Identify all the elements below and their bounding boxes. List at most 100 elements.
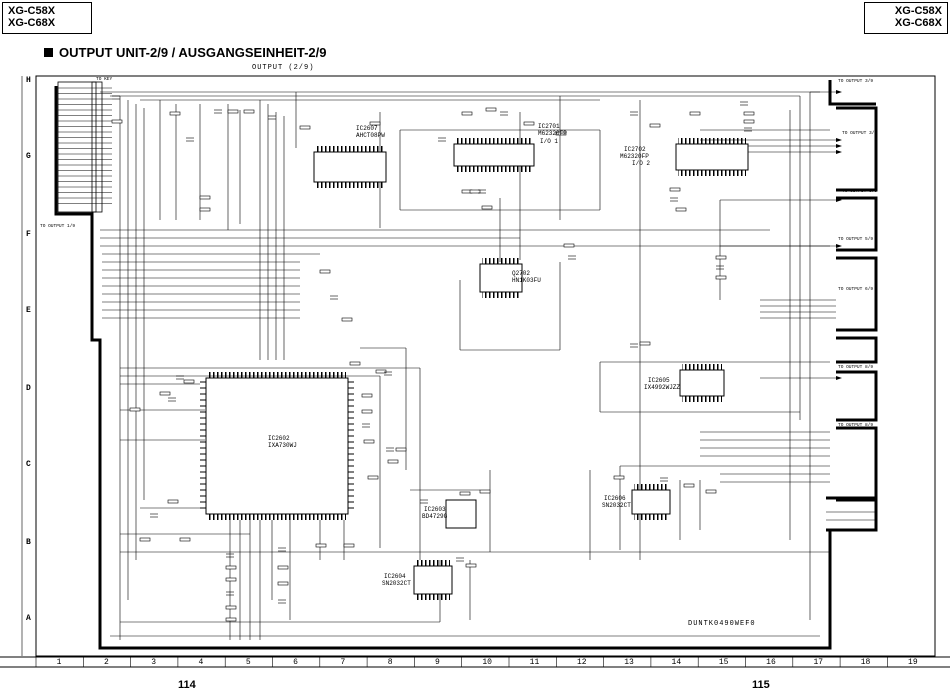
ic2701-ref: IC2701 xyxy=(538,123,560,130)
column-label-4: 4 xyxy=(199,658,204,667)
ic2604-body xyxy=(413,565,453,595)
resistor xyxy=(277,565,289,570)
model-label-left: XG-C58X XG-C68X xyxy=(2,2,92,34)
model-left-line2: XG-C68X xyxy=(8,17,56,29)
ic2606-ref: IC2606 xyxy=(604,495,626,502)
resistor xyxy=(743,111,755,116)
resistor xyxy=(715,275,727,280)
page-title-text: OUTPUT UNIT-2/9 / AUSGANGSEINHEIT-2/9 xyxy=(59,45,327,60)
title-bullet-icon xyxy=(44,48,53,57)
resistor xyxy=(183,379,195,384)
resistor xyxy=(341,317,353,322)
resistor xyxy=(129,407,141,412)
ic2607-body xyxy=(313,151,387,183)
ic2607-ref: IC2607 xyxy=(356,125,378,132)
row-label-d: D xyxy=(26,384,31,393)
resistor xyxy=(169,111,181,116)
column-label-12: 12 xyxy=(577,658,587,667)
ic2606-body xyxy=(631,489,671,515)
resistor xyxy=(139,537,151,542)
resistor xyxy=(469,189,481,194)
resistor xyxy=(363,439,375,444)
ic-bodies xyxy=(205,143,749,595)
resistor xyxy=(367,475,379,480)
ic2607-part: AHCT08PW xyxy=(356,132,385,139)
resistor xyxy=(669,187,681,192)
ic2603-part: BD4729G xyxy=(422,513,448,520)
to-output-3-label-a: TO OUTPUT 3/9 xyxy=(838,78,873,84)
left-connector-pins xyxy=(58,87,112,204)
ic2701-note: I/O 1 xyxy=(540,138,558,145)
output-arrow-icon xyxy=(836,90,842,94)
resistor xyxy=(199,195,211,200)
model-right-line2: XG-C68X xyxy=(894,17,942,29)
to-key-label: TO KEY xyxy=(96,76,113,82)
ic2602-side-pins xyxy=(200,381,354,509)
ic-pins xyxy=(208,138,746,600)
q2702-ref: Q2702 xyxy=(512,270,530,277)
ic2605-ref: IC2605 xyxy=(648,377,670,384)
resistor xyxy=(613,475,625,480)
page-number-left: 114 xyxy=(178,679,196,691)
column-label-11: 11 xyxy=(530,658,540,667)
resistor xyxy=(555,131,567,136)
column-ticks xyxy=(35,657,888,667)
ic2702-body xyxy=(675,143,749,171)
row-label-a: A xyxy=(26,614,31,623)
ic2603-body xyxy=(445,499,477,529)
resistor xyxy=(159,391,171,396)
board-code-label: DUNTK0490WEF0 xyxy=(688,620,756,628)
resistor xyxy=(225,577,237,582)
resistor xyxy=(319,269,331,274)
resistor xyxy=(715,255,727,260)
to-output-3-label-c: TO OUTPUT 3/9 xyxy=(842,188,877,194)
column-label-6: 6 xyxy=(293,658,298,667)
resistor xyxy=(639,341,651,346)
resistor xyxy=(349,361,361,366)
resistor xyxy=(243,109,255,114)
ic2602-part: IXA730WJ xyxy=(268,442,297,449)
model-left-line1: XG-C58X xyxy=(8,5,56,17)
resistor xyxy=(563,243,575,248)
ic2603-ref: IC2603 xyxy=(424,506,446,513)
resistor xyxy=(459,491,471,496)
resistor xyxy=(369,121,381,126)
column-label-17: 17 xyxy=(813,658,823,667)
ic2605-part: IX4992WJZZ xyxy=(644,384,680,391)
to-output-3-label-b: TO OUTPUT 3/9 xyxy=(842,130,877,136)
output-arrow-icon xyxy=(836,198,842,202)
model-right-line1: XG-C58X xyxy=(894,5,942,17)
ic2604-ref: IC2604 xyxy=(384,573,406,580)
output-arrow-icon xyxy=(836,144,842,148)
output-arrow-icon xyxy=(836,244,842,248)
page-title: OUTPUT UNIT-2/9 / AUSGANGSEINHEIT-2/9 xyxy=(44,45,327,60)
column-label-13: 13 xyxy=(624,658,634,667)
connector-labels: TO KEY TO OUTPUT 1/9 TO OUTPUT 3/9 TO OU… xyxy=(40,76,877,428)
left-connector xyxy=(57,81,103,213)
row-label-c: C xyxy=(26,460,31,469)
resistor xyxy=(465,563,477,568)
resistor xyxy=(485,107,497,112)
resistor xyxy=(649,123,661,128)
q2702-body xyxy=(479,263,523,293)
resistor xyxy=(461,111,473,116)
board-outline xyxy=(54,80,878,650)
output-arrow-icon xyxy=(836,138,842,142)
ic2702-ref: IC2702 xyxy=(624,146,646,153)
resistor xyxy=(683,483,695,488)
resistor xyxy=(225,617,237,622)
to-output-5-label: TO OUTPUT 5/9 xyxy=(838,236,873,242)
column-label-19: 19 xyxy=(908,658,918,667)
to-output-8-label-b: TO OUTPUT 8/9 xyxy=(838,422,873,428)
output-arrow-icon xyxy=(836,376,842,380)
to-output-1-label: TO OUTPUT 1/9 xyxy=(40,223,75,229)
column-label-15: 15 xyxy=(719,658,729,667)
page-number-right: 115 xyxy=(752,679,770,691)
column-label-3: 3 xyxy=(151,658,156,667)
ic2702-part: M62320FP xyxy=(620,153,649,160)
row-label-e: E xyxy=(26,306,31,315)
q2702-part: HN1K03FU xyxy=(512,277,541,284)
resistor xyxy=(479,489,491,494)
to-output-6-label: TO OUTPUT 6/9 xyxy=(838,286,873,292)
